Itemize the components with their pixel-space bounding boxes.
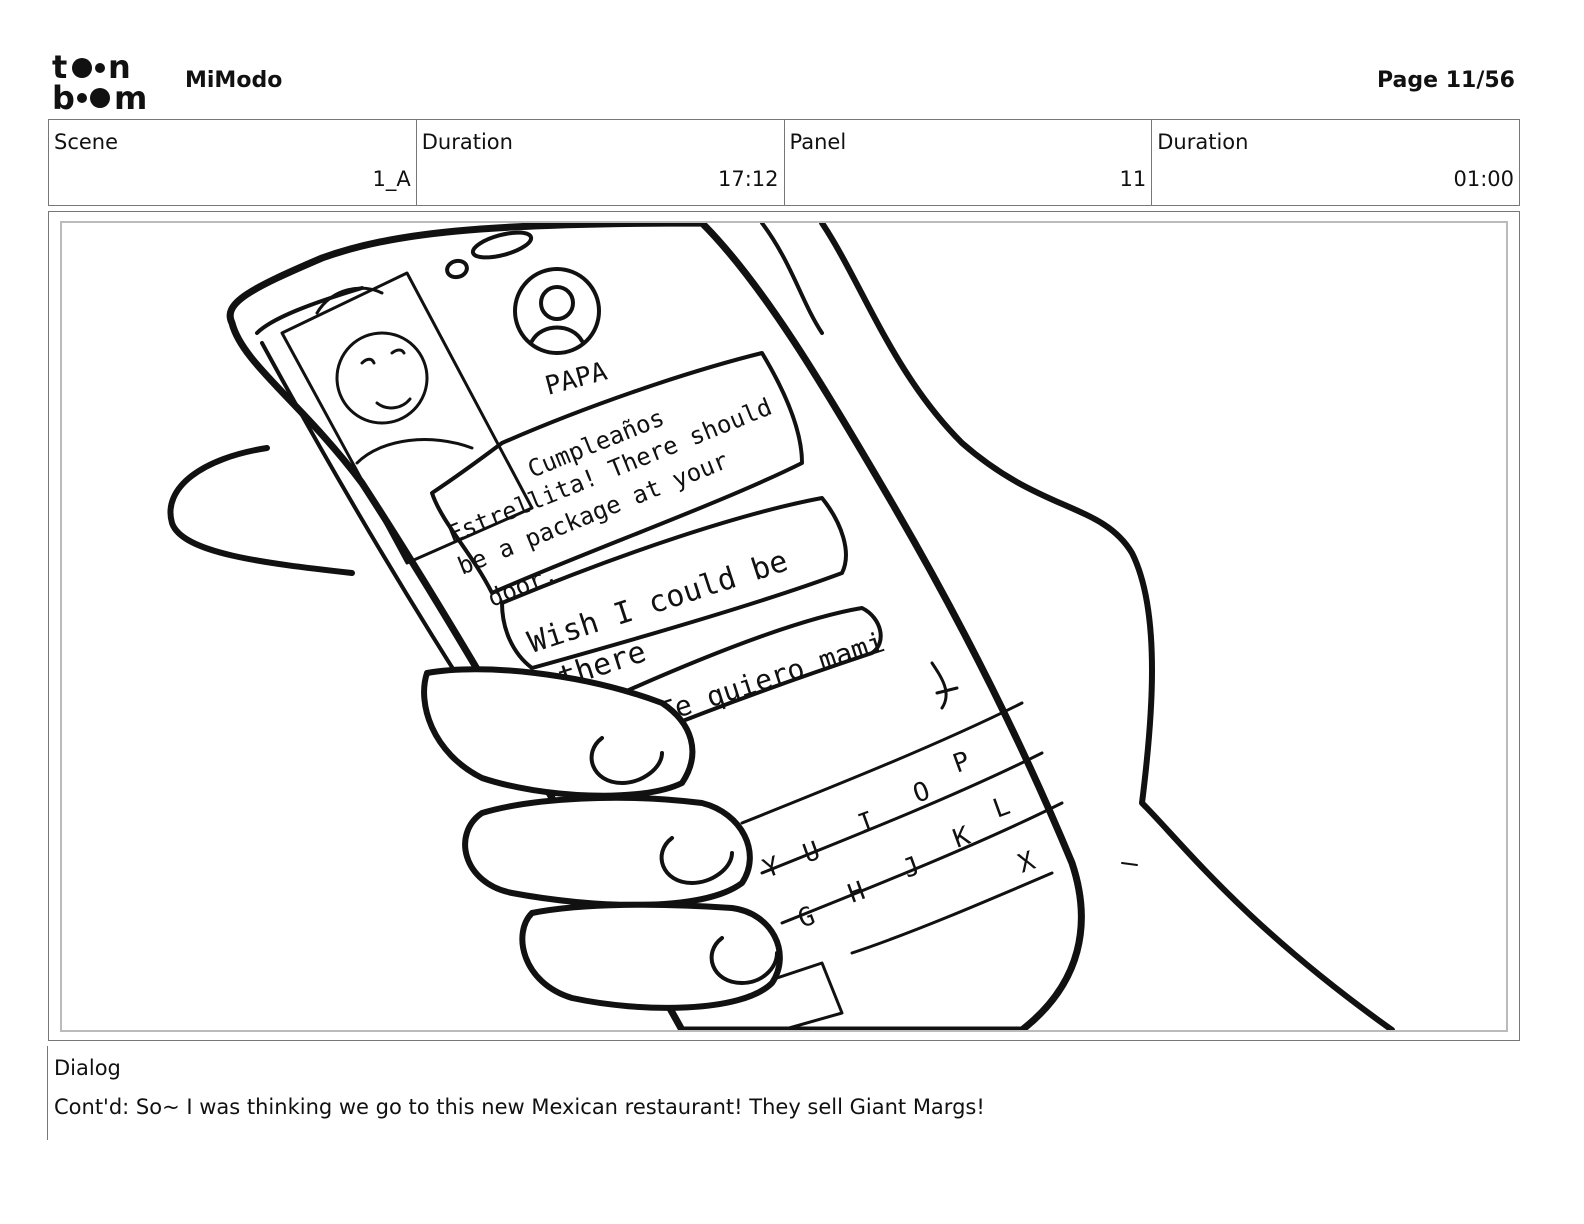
key-delete: X (1014, 846, 1039, 880)
contact-avatar-icon (513, 267, 601, 355)
contact-name: PAPA (542, 356, 611, 401)
svg-text:b: b (52, 79, 75, 112)
dialog-section: Dialog Cont'd: So~ I was thinking we go … (47, 1046, 1521, 1140)
speaker-icon (470, 230, 534, 260)
key-p: P (949, 746, 974, 780)
arm-sketch (819, 223, 1395, 1030)
phone-sketch: PAPA Cumpleaños Estrellita! There should… (167, 223, 1395, 1030)
keyboard-sketch (740, 701, 1064, 1030)
photo-card-sketch (280, 271, 534, 565)
message-3-text: Te quiero mami (654, 625, 889, 729)
scene-value: 1_A (372, 167, 411, 191)
key-h: H (844, 876, 869, 910)
scene-label: Scene (54, 130, 119, 154)
scene-duration-label: Duration (421, 130, 513, 154)
key-g: G (794, 901, 819, 935)
toon-boom-logo-mark: t n b m (52, 48, 147, 117)
phone-body-sketch (226, 223, 1085, 1030)
key-l: L (989, 791, 1014, 825)
toon-boom-logo: t n b m (52, 48, 164, 117)
page-number: Page 11/56 (1377, 68, 1515, 93)
scene-duration-cell: Duration 17:12 (417, 120, 785, 205)
panel-duration-cell: Duration 01:00 (1152, 120, 1519, 205)
left-hand-sketch (167, 445, 355, 576)
dialog-label: Dialog (54, 1056, 121, 1080)
key-u: U (799, 836, 824, 870)
storyboard-panel-image: PAPA Cumpleaños Estrellita! There should… (60, 221, 1508, 1032)
key-k: K (949, 821, 974, 855)
svg-text:m: m (114, 79, 147, 112)
storyboard-panel-frame: PAPA Cumpleaños Estrellita! There should… (48, 211, 1520, 1041)
panel-label: Panel (789, 130, 847, 154)
arm-inner-sketch (760, 223, 824, 335)
phone-screen-sketch (255, 286, 464, 685)
dialog-text: Cont'd: So~ I was thinking we go to this… (54, 1095, 985, 1119)
panel-duration-label: Duration (1157, 130, 1249, 154)
svg-text:t: t (52, 50, 67, 86)
project-title: MiModo (185, 68, 283, 93)
svg-text:n: n (108, 50, 131, 86)
fingers-sketch (421, 666, 783, 1011)
cursor-doodle (930, 661, 959, 710)
panel-value: 11 (1119, 167, 1147, 191)
camera-icon (445, 258, 469, 280)
key-o: O (909, 776, 934, 810)
key-y: Y (759, 851, 784, 885)
message-bubble-2-sketch (500, 496, 848, 670)
panel-cell: Panel 11 (785, 120, 1153, 205)
panel-duration-value: 01:00 (1453, 167, 1514, 191)
message-bubble-1-sketch (430, 351, 804, 595)
panel-info-table: Scene 1_A Duration 17:12 Panel 11 Durati… (48, 119, 1520, 206)
scene-duration-value: 17:12 (717, 167, 779, 191)
scene-cell: Scene 1_A (49, 120, 417, 205)
